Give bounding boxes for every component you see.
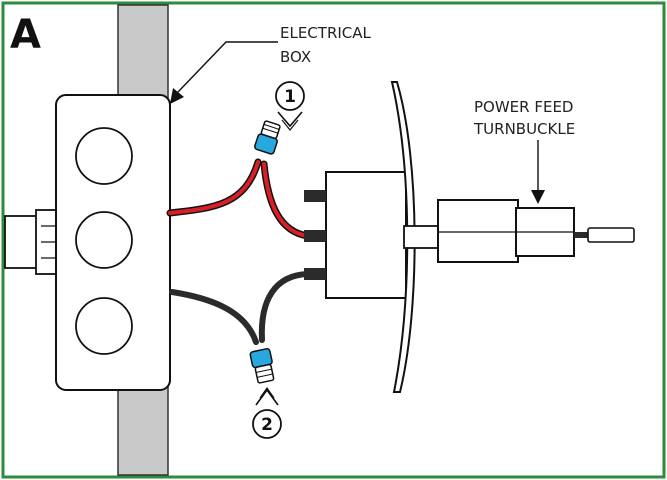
power-feed-label-line1: POWER FEED [474,98,574,116]
wire-nut-1 [254,120,281,155]
knockout-middle [75,211,133,269]
red-wires [166,158,312,240]
electrical-box-label-line1: ELECTRICAL [280,24,372,42]
panel-letter: A [10,12,41,58]
canopy-disk [390,81,416,393]
turnbuckle-assembly [403,199,635,263]
callout-2: 2 [252,386,282,439]
wire-nut-2 [249,347,275,384]
callout-1-number: 1 [284,87,296,107]
conduit-fitting [4,209,59,275]
knockout-top [75,127,133,185]
terminal-block [304,171,407,299]
electrical-box-leader [170,41,278,104]
turnbuckle-leader [531,140,545,204]
knockout-bottom [75,297,133,355]
callout-2-number: 2 [261,415,273,435]
power-feed-label-line2: TURNBUCKLE [473,120,575,138]
electrical-box-label-line2: BOX [280,48,311,66]
black-wires [169,271,311,345]
callout-1: 1 [275,81,305,131]
electrical-box [55,94,171,391]
